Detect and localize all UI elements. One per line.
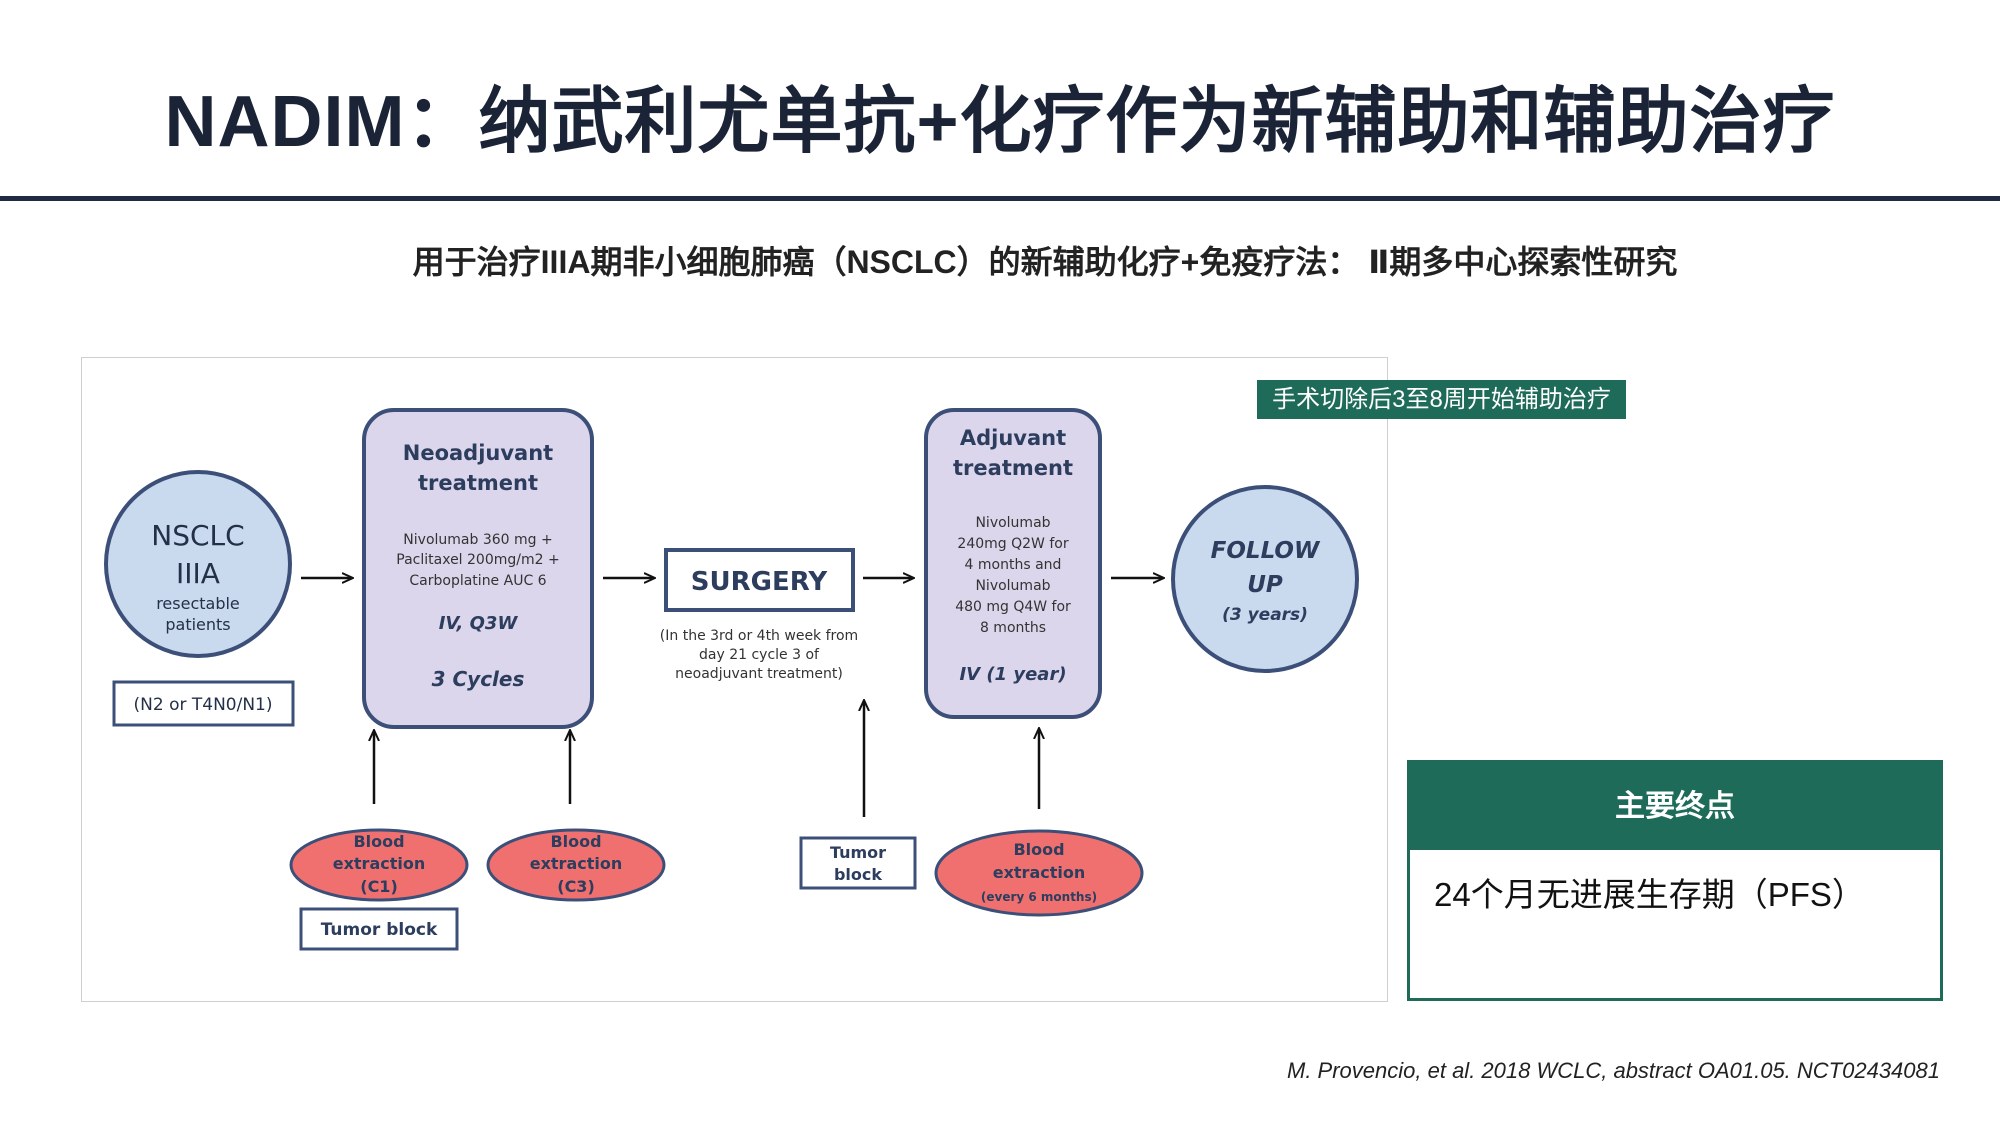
surgery-note1: (In the 3rd or 4th week from	[660, 628, 858, 644]
blood-c3-line3: (C3)	[557, 877, 595, 896]
adjuvant-title1: Adjuvant	[960, 426, 1066, 450]
followup-line2: UP	[1247, 572, 1283, 598]
nsclc-line1: NSCLC	[151, 519, 244, 552]
neoadjuvant-title1: Neoadjuvant	[403, 441, 553, 465]
blood-extraction-c1: Blood extraction (C1)	[289, 828, 469, 902]
neoadjuvant-cycles: 3 Cycles	[432, 667, 525, 691]
diagram-frame	[81, 357, 1388, 1002]
tumor-block-box-1: Tumor block	[299, 907, 459, 951]
followup-line3: (3 years)	[1222, 605, 1308, 625]
tumor-block-box-2: Tumor block	[799, 836, 917, 890]
followup-node: FOLLOW UP (3 years)	[1171, 485, 1359, 673]
adjuvant-schedule: IV (1 year)	[959, 664, 1066, 685]
citation: M. Provencio, et al. 2018 WCLC, abstract…	[1287, 1058, 1940, 1083]
n-stage-label: (N2 or T4N0/N1)	[134, 695, 273, 715]
nsclc-line2: IIIA	[176, 557, 220, 590]
slide-subtitle: 用于治疗IIIA期非小细胞肺癌（NSCLC）的新辅助化疗+免疫疗法： Ⅱ期多中心…	[412, 244, 1678, 280]
title-divider	[0, 196, 2000, 201]
blood-extraction-c3: Blood extraction (C3)	[486, 828, 666, 902]
tumor-block-2-line1: Tumor	[830, 843, 886, 862]
blood-c1-line3: (C1)	[360, 877, 398, 896]
study-design-diagram: NSCLC IIIA resectable patients (N2 or T4…	[104, 408, 1359, 951]
blood-c3-line1: Blood	[550, 832, 601, 851]
blood-c3-line2: extraction	[530, 854, 623, 873]
blood-c1-line2: extraction	[333, 854, 426, 873]
nsclc-line3: resectable	[156, 594, 240, 613]
surgery-label: SURGERY	[691, 567, 829, 597]
adjuvant-timing-badge: 手术切除后3至8周开始辅助治疗	[1257, 380, 1626, 419]
adjuvant-line5: 480 mg Q4W for	[955, 599, 1071, 615]
blood-c1-line1: Blood	[353, 832, 404, 851]
followup-line1: FOLLOW	[1211, 538, 1321, 564]
neoadjuvant-title2: treatment	[418, 471, 538, 495]
slide-title: NADIM：纳武利尤单抗+化疗作为新辅助和辅助治疗	[164, 82, 1836, 162]
neoadjuvant-drug3: Carboplatine AUC 6	[409, 573, 546, 589]
tumor-block-2-line2: block	[834, 865, 882, 884]
surgery-note2: day 21 cycle 3 of	[699, 647, 820, 663]
adjuvant-line3: 4 months and	[965, 557, 1062, 573]
blood-every-line3: (every 6 months)	[981, 890, 1097, 904]
surgery-note3: neoadjuvant treatment)	[675, 666, 843, 682]
adjuvant-line6: 8 months	[980, 620, 1046, 636]
primary-endpoint-box: 主要终点 24个月无进展生存期（PFS）	[1407, 760, 1943, 1001]
adjuvant-node: Adjuvant treatment Nivolumab 240mg Q2W f…	[924, 408, 1102, 719]
adjuvant-title2: treatment	[953, 456, 1073, 480]
adjuvant-line2: 240mg Q2W for	[957, 536, 1068, 552]
neoadjuvant-node: Neoadjuvant treatment Nivolumab 360 mg +…	[362, 408, 594, 729]
tumor-block-1-label: Tumor block	[321, 920, 438, 940]
primary-endpoint-header: 主要终点	[1410, 763, 1940, 850]
blood-extraction-every-6-months: Blood extraction (every 6 months)	[934, 829, 1144, 917]
neoadjuvant-drug2: Paclitaxel 200mg/m2 +	[396, 552, 559, 568]
nsclc-node: NSCLC IIIA resectable patients	[104, 470, 292, 658]
adjuvant-line1: Nivolumab	[975, 515, 1050, 531]
primary-endpoint-text: 24个月无进展生存期（PFS）	[1434, 876, 1865, 913]
nsclc-line4: patients	[165, 615, 230, 634]
surgery-node: SURGERY (In the 3rd or 4th week from day…	[660, 548, 858, 682]
n-stage-box: (N2 or T4N0/N1)	[112, 680, 295, 727]
blood-every-line1: Blood	[1013, 840, 1064, 859]
adjuvant-line4: Nivolumab	[975, 578, 1050, 594]
neoadjuvant-drug1: Nivolumab 360 mg +	[403, 532, 552, 548]
blood-every-line2: extraction	[993, 863, 1086, 882]
neoadjuvant-schedule: IV, Q3W	[439, 613, 519, 634]
